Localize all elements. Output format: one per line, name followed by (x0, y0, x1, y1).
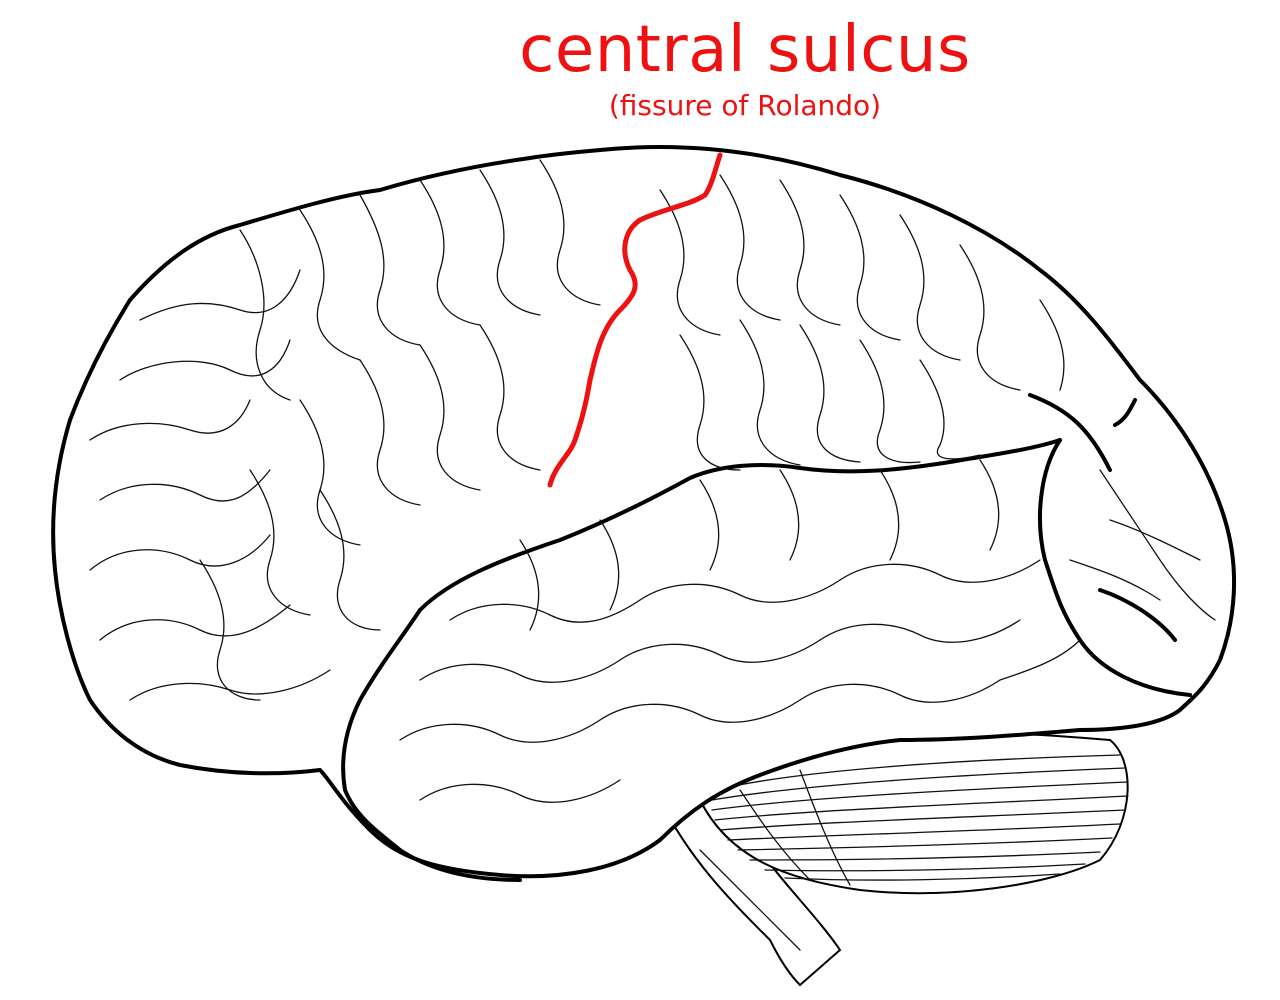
central-sulcus-line (547, 152, 723, 488)
transverse-occipital-notch (1113, 398, 1137, 427)
occipital-notch (1098, 588, 1177, 642)
lateral-sulcus (418, 438, 1062, 612)
cerebrum-outline (51, 145, 1237, 879)
cerebellum (698, 731, 1129, 895)
fissure-of-rolando-label: (fissure of Rolando) (608, 89, 882, 122)
central-sulcus-label: central sulcus (519, 13, 971, 87)
gyri-lines (89, 159, 1216, 803)
occipital-sulcus (1038, 438, 1192, 697)
temporal-lobe-outline (341, 608, 522, 882)
cerebellum-folia (711, 754, 1129, 886)
parieto-occipital-notch (1028, 393, 1112, 472)
